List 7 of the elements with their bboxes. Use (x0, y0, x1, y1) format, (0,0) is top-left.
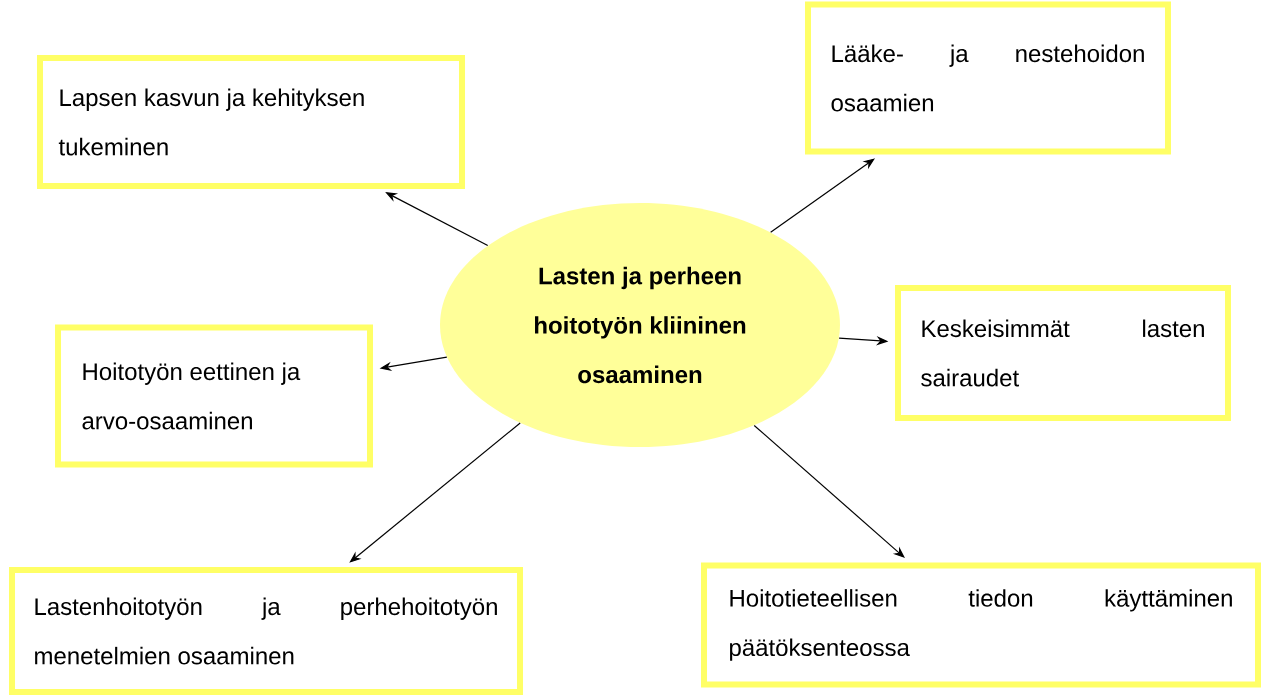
topic-box: Lääke- ja nestehoidon osaamien (805, 1, 1171, 155)
topic-box: Hoitotieteellisen tiedon käyttäminen päätöksenteossa (701, 562, 1261, 688)
arrow (349, 422, 521, 563)
topic-box: Lastenhoitotyön ja perhehoitotyön menetelmien osaaminen (9, 567, 523, 695)
topic-box: Hoitotyön eettinen ja arvo-osaaminen (55, 324, 373, 468)
topic-box: Keskeisimmät lasten sairaudet (895, 285, 1231, 421)
topic-box: Lapsen kasvun ja kehityksen tukeminen (37, 55, 465, 189)
